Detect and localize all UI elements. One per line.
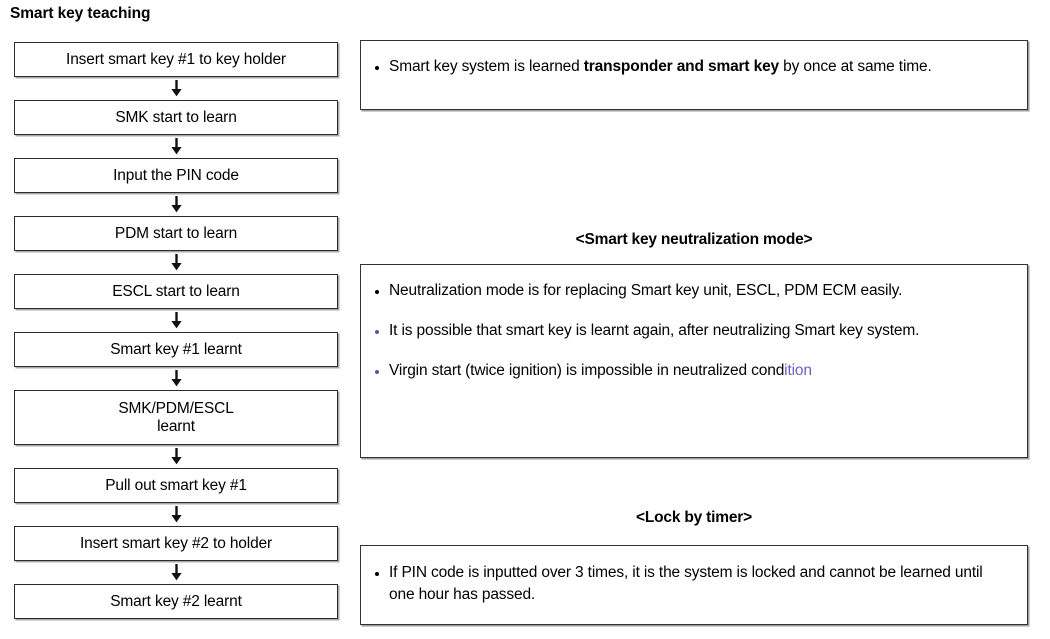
arrow-down-icon xyxy=(14,561,338,584)
arrow-down-icon xyxy=(14,251,338,274)
bullet-list: Neutralization mode is for replacing Sma… xyxy=(361,265,1027,382)
flow-node-pull-out-smart-key-1[interactable]: Pull out smart key #1 xyxy=(14,468,338,503)
flow-node-label: Input the PIN code xyxy=(113,166,239,184)
flow-node-label: SMK start to learn xyxy=(115,108,237,126)
flow-node-pdm-start-to-learn[interactable]: PDM start to learn xyxy=(14,216,338,251)
bullet-dot-icon xyxy=(375,65,379,70)
list-item: Smart key system is learned transponder … xyxy=(375,56,1011,78)
bullet-dot-icon xyxy=(375,329,379,334)
bullet-dot-icon xyxy=(375,289,379,294)
arrow-down-icon xyxy=(14,445,338,468)
bullet-text-accent: ition xyxy=(784,362,812,379)
arrow-down-icon xyxy=(14,309,338,332)
bullet-text-part1: Virgin start (twice ignition) is impossi… xyxy=(389,362,785,379)
note-box-lock-by-timer: If PIN code is inputted over 3 times, it… xyxy=(360,545,1028,625)
flow-node-label: Smart key #2 learnt xyxy=(110,592,242,610)
list-item: It is possible that smart key is learnt … xyxy=(375,320,1011,342)
flow-node-label: ESCL start to learn xyxy=(112,282,240,300)
bullet-list: If PIN code is inputted over 3 times, it… xyxy=(361,546,1027,606)
bullet-text-part1: Smart key system is learned xyxy=(389,58,584,75)
note-box-smart-key-system: Smart key system is learned transponder … xyxy=(360,40,1028,110)
bullet-dot-icon xyxy=(375,369,379,374)
arrow-down-icon xyxy=(14,503,338,526)
bullet-text-bold: transponder and smart key xyxy=(583,58,780,75)
flow-node-smk-start-to-learn[interactable]: SMK start to learn xyxy=(14,100,338,135)
note-box-neutralization: Neutralization mode is for replacing Sma… xyxy=(360,264,1028,458)
bullet-text: Neutralization mode is for replacing Sma… xyxy=(389,282,903,299)
arrow-down-icon xyxy=(14,367,338,390)
flow-node-label: Pull out smart key #1 xyxy=(105,476,247,494)
flow-node-input-pin-code[interactable]: Input the PIN code xyxy=(14,158,338,193)
bullet-dot-icon xyxy=(375,571,379,576)
list-item: If PIN code is inputted over 3 times, it… xyxy=(375,562,1011,606)
arrow-down-icon xyxy=(14,135,338,158)
flow-node-insert-smart-key-2[interactable]: Insert smart key #2 to holder xyxy=(14,526,338,561)
flow-node-label: Insert smart key #1 to key holder xyxy=(66,50,286,68)
bullet-text: If PIN code is inputted over 3 times, it… xyxy=(389,564,983,603)
flow-node-smk-pdm-escl-learnt[interactable]: SMK/PDM/ESCL learnt xyxy=(14,390,338,445)
flow-node-insert-smart-key-1[interactable]: Insert smart key #1 to key holder xyxy=(14,42,338,77)
flow-node-escl-start-to-learn[interactable]: ESCL start to learn xyxy=(14,274,338,309)
flow-node-smart-key-2-learnt[interactable]: Smart key #2 learnt xyxy=(14,584,338,619)
arrow-down-icon xyxy=(14,77,338,100)
flow-node-label-line2: learnt xyxy=(157,417,195,435)
page-title: Smart key teaching xyxy=(10,5,151,22)
bullet-list: Smart key system is learned transponder … xyxy=(361,41,1027,78)
flow-node-label: SMK/PDM/ESCL learnt xyxy=(118,400,233,435)
flow-node-smart-key-1-learnt[interactable]: Smart key #1 learnt xyxy=(14,332,338,367)
list-item: Virgin start (twice ignition) is impossi… xyxy=(375,360,1011,382)
flow-node-label: Insert smart key #2 to holder xyxy=(79,534,273,552)
arrow-down-icon xyxy=(14,193,338,216)
section-heading-lock-by-timer: <Lock by timer> xyxy=(636,509,752,526)
flow-node-label: PDM start to learn xyxy=(114,224,238,242)
section-heading-neutralization: <Smart key neutralization mode> xyxy=(575,231,813,248)
list-item: Neutralization mode is for replacing Sma… xyxy=(375,280,1011,302)
bullet-text: It is possible that smart key is learnt … xyxy=(389,322,920,339)
bullet-text-part2: by once at same time. xyxy=(779,58,932,75)
flow-node-label-line1: SMK/PDM/ESCL xyxy=(118,400,234,418)
flow-node-label: Smart key #1 learnt xyxy=(110,340,242,358)
flowchart-column: Insert smart key #1 to key holder SMK st… xyxy=(14,42,338,619)
